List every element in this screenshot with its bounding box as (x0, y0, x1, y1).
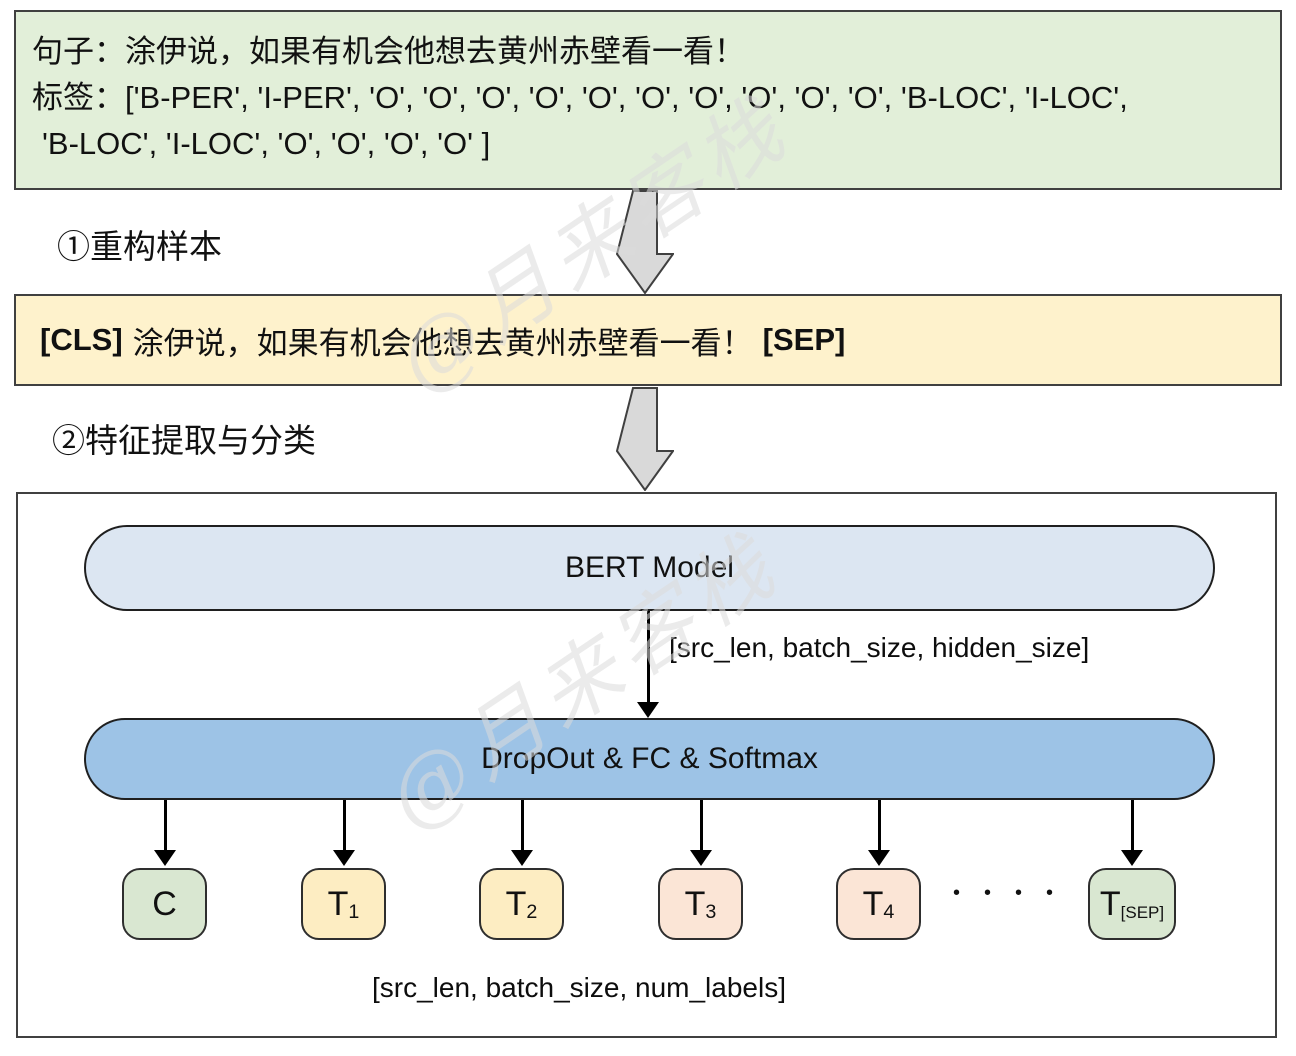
labels-line-1: 标签：['B-PER', 'I-PER', 'O', 'O', 'O', 'O'… (32, 79, 1128, 115)
token-box-c: C (122, 868, 207, 940)
token-arrow-t1 (333, 800, 355, 866)
cls-tag: [CLS] (40, 322, 123, 357)
token-arrow-c (154, 800, 176, 866)
token-box-tsep: T[SEP] (1088, 868, 1176, 940)
bert-model-label: BERT Model (565, 551, 734, 584)
sep-tag: [SEP] (762, 322, 846, 357)
token-subscript: 4 (883, 901, 895, 924)
bert-to-dropout-arrow (637, 611, 659, 718)
token-box-t1: T1 (301, 868, 386, 940)
token-arrow-t2 (511, 800, 533, 866)
output-shape-label: [src_len, batch_size, num_labels] (372, 972, 786, 1003)
cls-sentence-box: [CLS] 涂伊说，如果有机会他想去黄州赤壁看一看！ [SEP] (14, 294, 1282, 386)
token-arrow-t4 (868, 800, 890, 866)
token-label: T (1099, 884, 1121, 923)
token-subscript: [SEP] (1120, 902, 1165, 922)
token-box-t4: T4 (836, 868, 921, 940)
labels-line-2: 'B-LOC', 'I-LOC', 'O', 'O', 'O', 'O' ] (42, 125, 491, 161)
token-label: T (505, 884, 527, 923)
token-label: T (684, 884, 706, 923)
token-subscript: 2 (526, 901, 538, 924)
token-box-t2: T2 (479, 868, 564, 940)
sample-box: 句子：涂伊说，如果有机会他想去黄州赤壁看一看！ 标签：['B-PER', 'I-… (14, 10, 1282, 190)
step1-label: ①重构样本 (57, 228, 222, 265)
down-block-arrow-2 (616, 387, 674, 491)
hidden-size-shape-label: [src_len, batch_size, hidden_size] (669, 632, 1090, 663)
sentence-line: 句子：涂伊说，如果有机会他想去黄州赤壁看一看！ (32, 34, 745, 69)
token-box-t3: T3 (658, 868, 743, 940)
token-label: C (152, 884, 177, 923)
bert-model-pill: BERT Model (84, 525, 1215, 611)
token-arrow-tsep (1121, 800, 1143, 866)
token-label: T (327, 884, 349, 923)
token-label: T (862, 884, 884, 923)
step2-label: ②特征提取与分类 (52, 422, 316, 459)
token-subscript: 1 (348, 901, 360, 924)
cls-sentence-text: 涂伊说，如果有机会他想去黄州赤壁看一看！ (132, 325, 753, 361)
dropout-fc-softmax-label: DropOut & FC & Softmax (481, 742, 818, 775)
token-arrow-t3 (690, 800, 712, 866)
token-subscript: 3 (705, 901, 717, 924)
down-block-arrow-1 (616, 190, 674, 294)
model-box: BERT Model [src_len, batch_size, hidden_… (16, 492, 1277, 1038)
ellipsis-dots: •••• (953, 882, 1078, 904)
dropout-fc-softmax-pill: DropOut & FC & Softmax (84, 718, 1215, 800)
